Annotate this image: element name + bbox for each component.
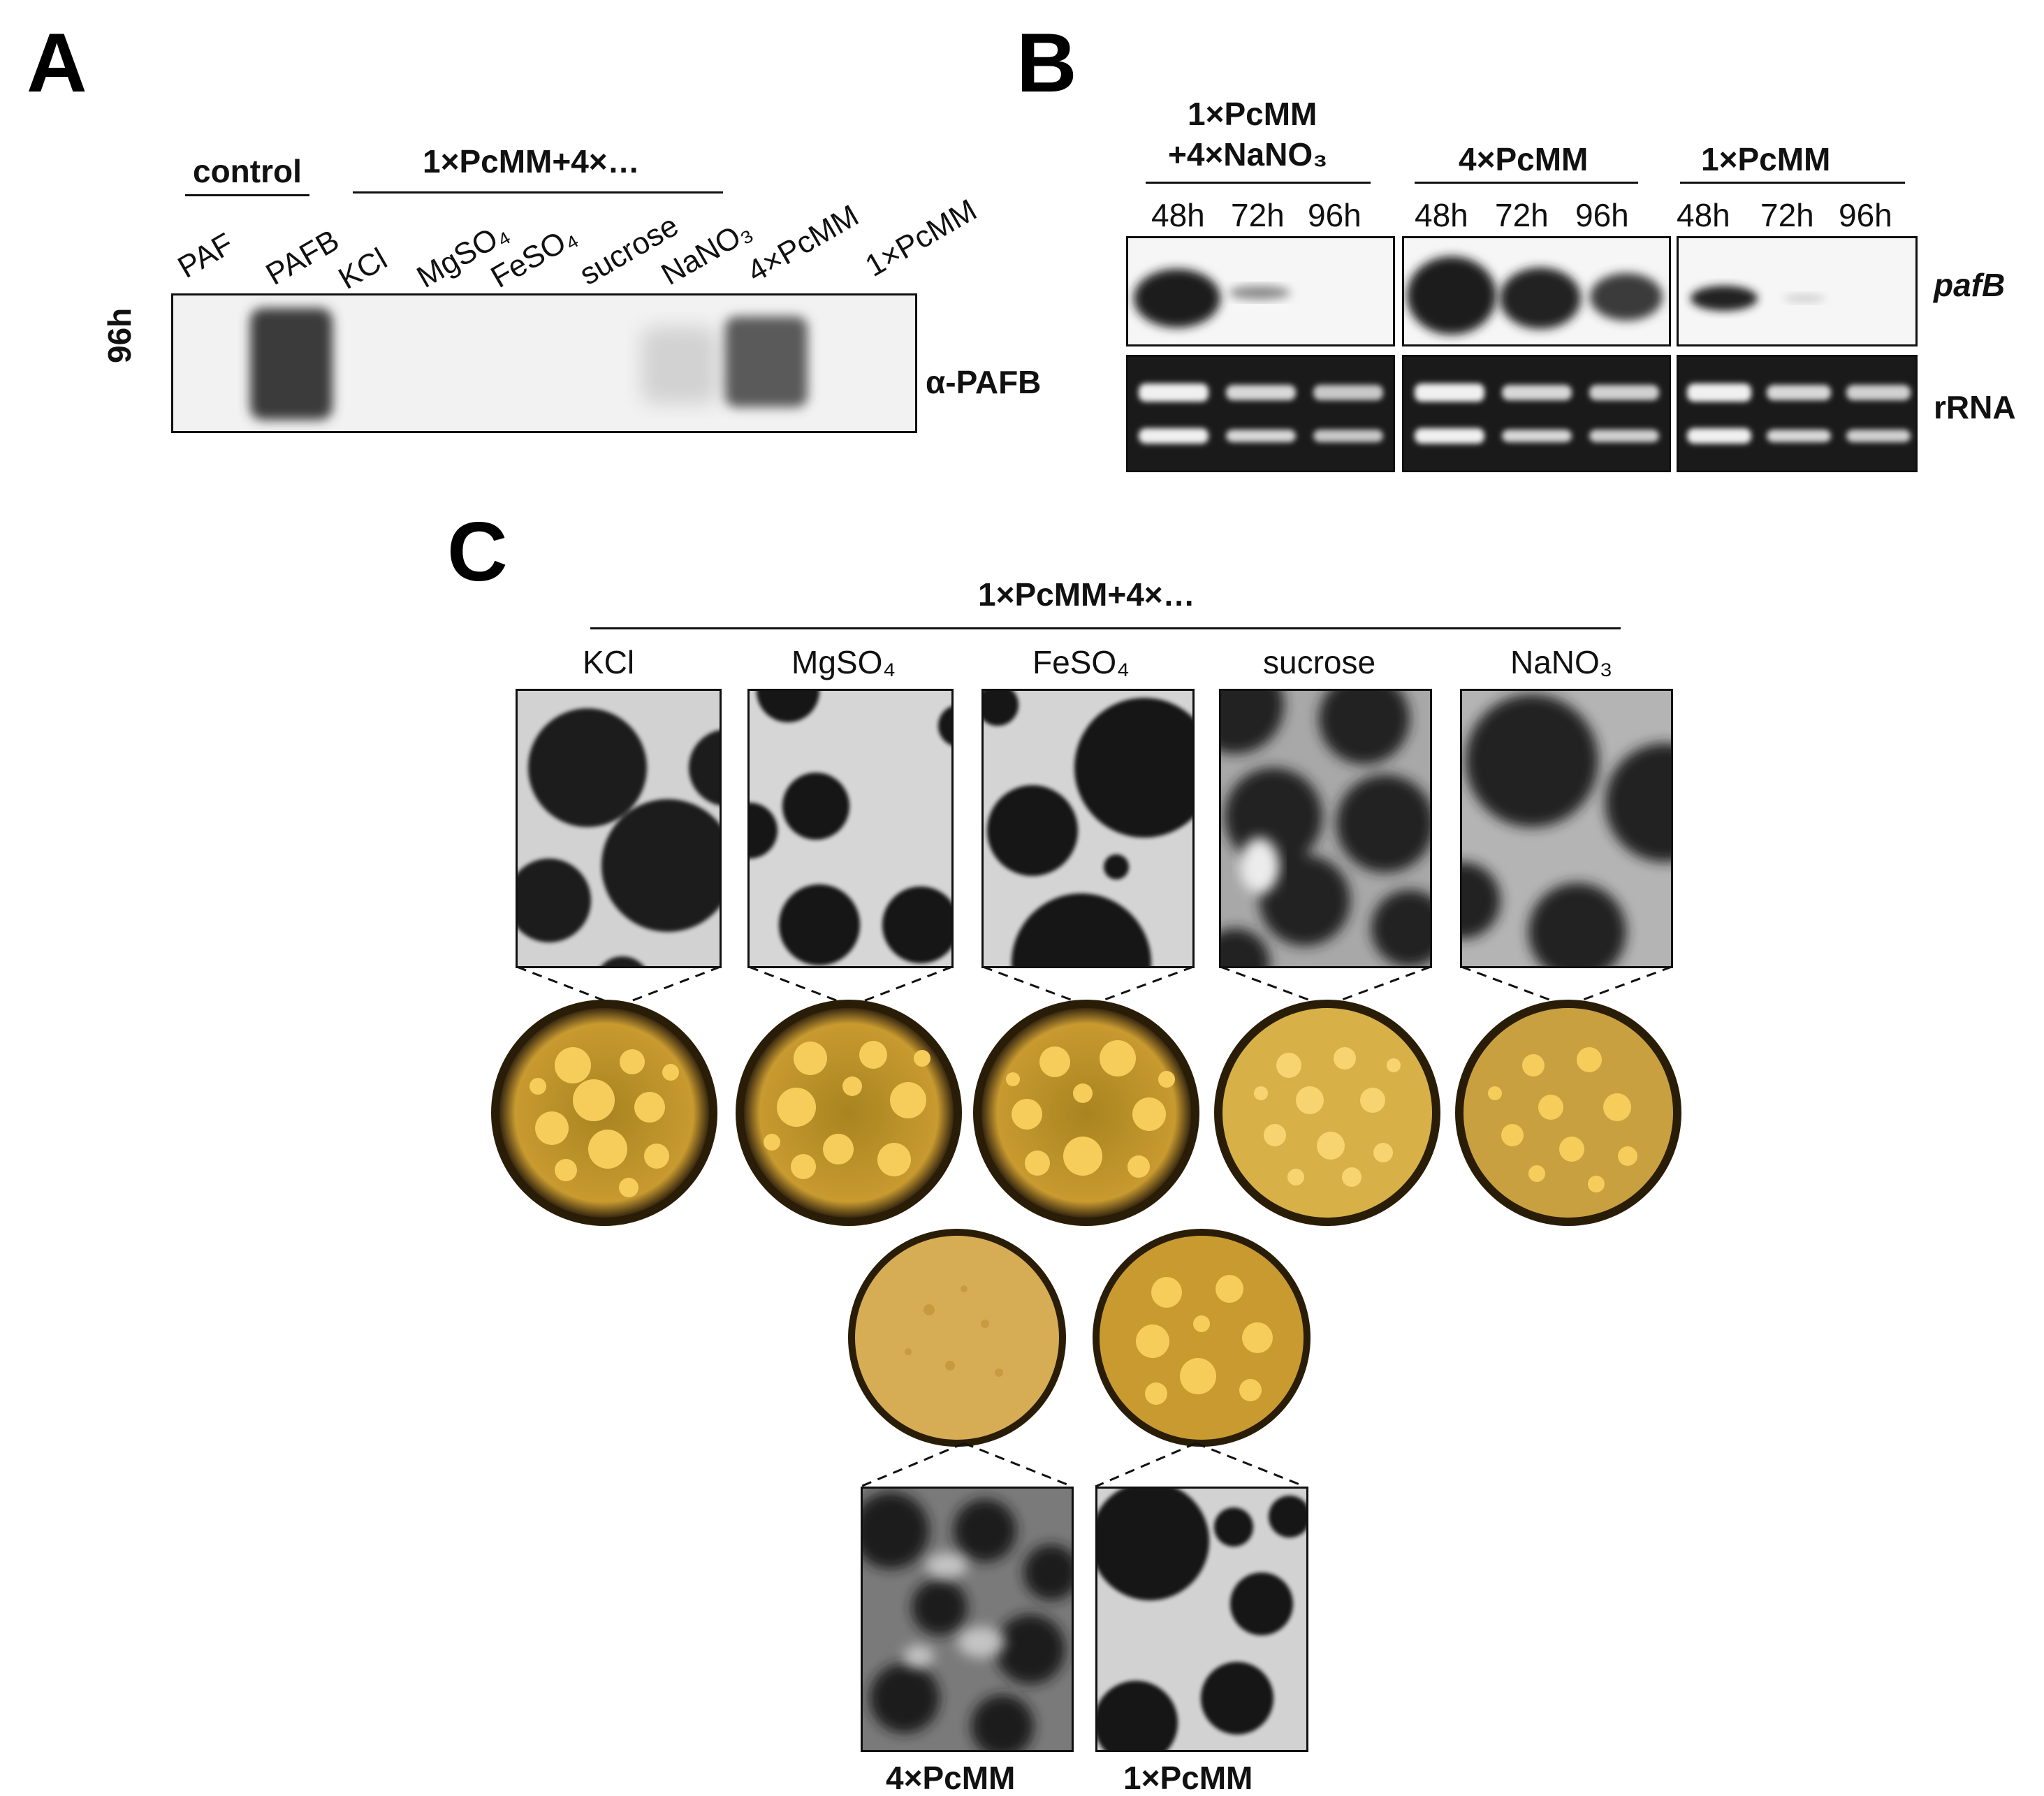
condition-label-mgso4: MgSO₄ bbox=[791, 644, 896, 680]
rrna-gel-group1 bbox=[1126, 355, 1395, 472]
lane-label-paf: PAF bbox=[172, 226, 240, 285]
northern-blot-group3 bbox=[1677, 236, 1918, 346]
time-label: 72h bbox=[1495, 197, 1549, 233]
micrograph-sucrose bbox=[1219, 689, 1432, 968]
western-blot bbox=[171, 293, 917, 433]
condition-label-feso4: FeSO₄ bbox=[1032, 644, 1130, 680]
lane-label-pafb: PAFB bbox=[260, 223, 345, 292]
pafb-band bbox=[1500, 268, 1581, 329]
panel-c-letter: C bbox=[447, 505, 508, 599]
band-nano3 bbox=[641, 327, 718, 404]
loading-label: rRNA bbox=[1934, 389, 2016, 425]
micrograph-feso4 bbox=[981, 689, 1195, 968]
panel-a-control-rule bbox=[185, 194, 309, 196]
panel-b-group1-line1: 1×PcMM bbox=[1188, 96, 1317, 132]
time-label: 96h bbox=[1839, 197, 1892, 233]
panel-b-group2-rule bbox=[1415, 182, 1638, 184]
plate-1xpcmm bbox=[1093, 1229, 1311, 1447]
plate-feso4 bbox=[973, 1000, 1199, 1226]
micrograph-1xpcmm bbox=[1095, 1487, 1308, 1752]
micrograph-nano3 bbox=[1460, 689, 1673, 968]
micrograph-kcl bbox=[516, 689, 722, 968]
plate-nano3 bbox=[1455, 1000, 1681, 1226]
plate-sucrose bbox=[1214, 1000, 1440, 1226]
time-label: 48h bbox=[1677, 197, 1730, 233]
antibody-label: α-PAFB bbox=[926, 364, 1042, 400]
band-4xpcmm bbox=[725, 316, 808, 407]
pafb-band bbox=[1783, 294, 1825, 302]
plate-kcl bbox=[491, 1000, 717, 1226]
rrna-gel-group3 bbox=[1677, 355, 1918, 472]
pafb-band bbox=[1691, 286, 1758, 311]
panel-a-supplement-rule bbox=[353, 191, 723, 194]
time-label: 96h bbox=[1575, 197, 1629, 233]
panel-c-supplement-label: 1×PcMM+4×… bbox=[978, 576, 1195, 613]
plate-row-top bbox=[491, 1000, 1681, 1226]
plate-row-bottom bbox=[848, 1229, 1311, 1447]
pafb-band bbox=[1134, 269, 1220, 328]
time-label: 48h bbox=[1151, 197, 1205, 233]
time-label: 72h bbox=[1760, 197, 1814, 233]
panel-a-control-label: control bbox=[193, 153, 302, 189]
dashed-connectors-bottom bbox=[860, 1442, 1306, 1488]
pafb-band bbox=[1590, 273, 1663, 321]
panel-b-group1-rule bbox=[1146, 182, 1371, 184]
rrna-gel-group2 bbox=[1402, 355, 1671, 472]
plate-mgso4 bbox=[736, 1000, 962, 1226]
micrograph-mgso4 bbox=[747, 689, 954, 968]
panel-b-group1-line2: +4×NaNO₃ bbox=[1168, 136, 1328, 173]
condition-label-nano3: NaNO₃ bbox=[1510, 644, 1613, 680]
lane-label-1xpcmm: 1×PcMM bbox=[859, 192, 983, 284]
northern-blot-group1 bbox=[1126, 236, 1395, 346]
western-blot-bands bbox=[173, 295, 915, 431]
panel-a-letter: A bbox=[27, 16, 87, 110]
time-label: 96h bbox=[1308, 197, 1362, 233]
bottom-label-4xpcmm: 4×PcMM bbox=[886, 1760, 1016, 1796]
panel-b-group3-line1: 1×PcMM bbox=[1701, 141, 1831, 177]
dashed-connectors-top bbox=[516, 965, 1672, 1007]
panel-b-letter: B bbox=[1016, 16, 1077, 110]
northern-blot-group2 bbox=[1402, 236, 1671, 346]
gene-label: pafB bbox=[1934, 267, 2006, 303]
time-label: 48h bbox=[1415, 197, 1468, 233]
micrograph-4xpcmm bbox=[861, 1487, 1074, 1752]
time-label: 72h bbox=[1231, 197, 1285, 233]
panel-b-group2-line1: 4×PcMM bbox=[1459, 141, 1589, 177]
pafb-band bbox=[1407, 256, 1496, 335]
lane-label-4xpcmm: 4×PcMM bbox=[741, 198, 865, 289]
band-pafb bbox=[250, 308, 333, 420]
bottom-label-1xpcmm: 1×PcMM bbox=[1123, 1760, 1253, 1796]
condition-label-kcl: KCl bbox=[583, 644, 635, 680]
panel-a-row-label: 96h bbox=[101, 307, 138, 363]
panel-b-group3-rule bbox=[1680, 182, 1905, 184]
panel-c-supplement-rule bbox=[590, 627, 1621, 629]
plate-4xpcmm bbox=[848, 1229, 1066, 1447]
panel-a-supplement-label: 1×PcMM+4×… bbox=[423, 143, 640, 180]
pafb-band bbox=[1229, 286, 1290, 300]
condition-label-sucrose: sucrose bbox=[1263, 644, 1376, 680]
